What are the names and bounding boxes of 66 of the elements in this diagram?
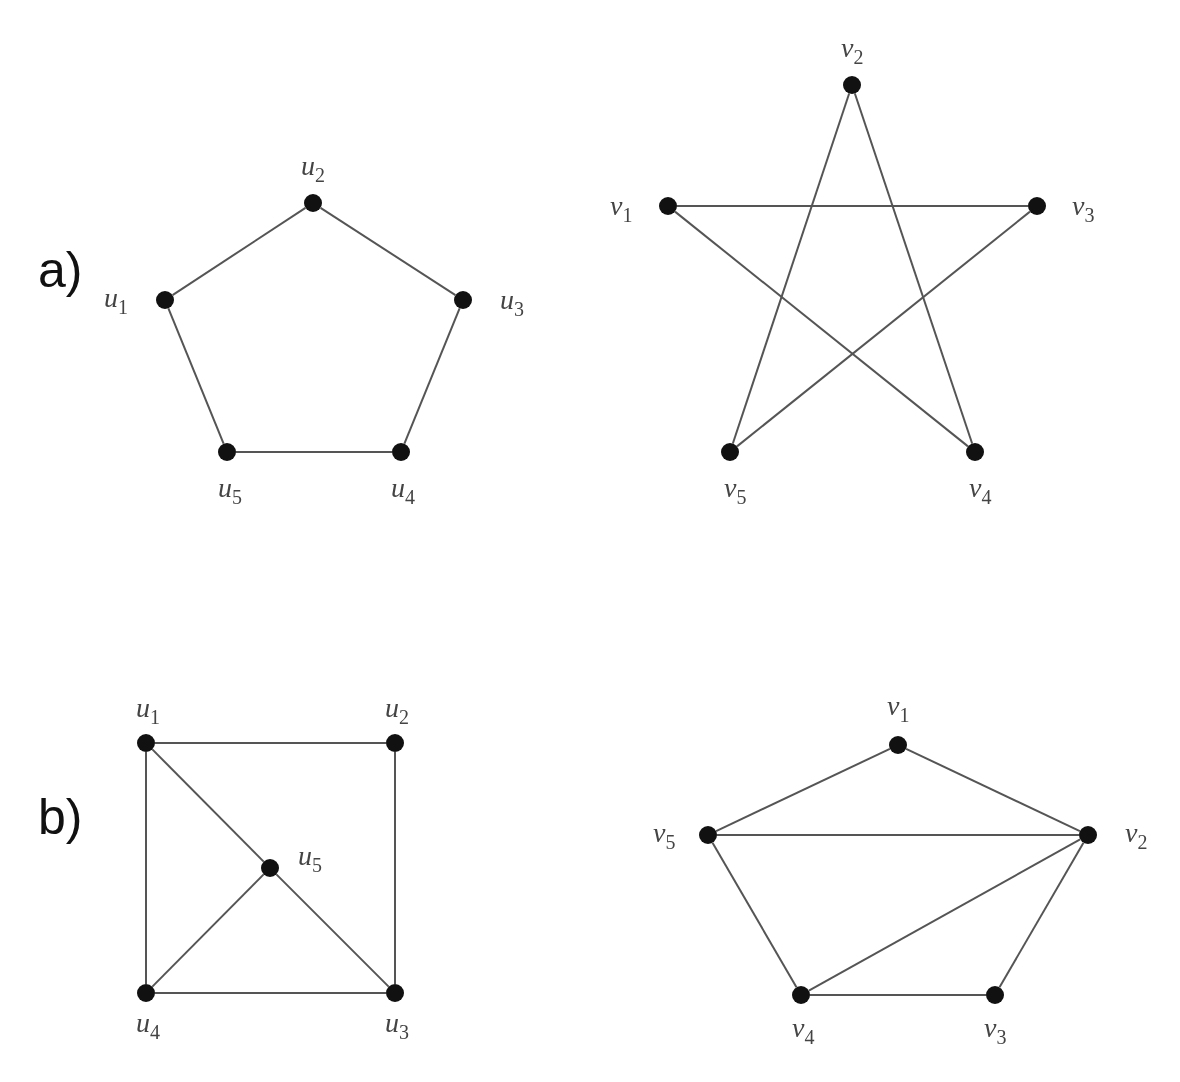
vertex-label: v$_{1}$	[887, 691, 910, 725]
edge-line	[154, 742, 387, 744]
edge-line	[319, 206, 457, 297]
vertex-dot	[699, 826, 717, 844]
vertex-label: u$_{1}$	[136, 693, 160, 727]
vertex-label: v$_{2}$	[1125, 818, 1148, 852]
edge-line	[905, 747, 1081, 833]
vertex-dot	[889, 736, 907, 754]
vertex-label: v$_{1}$	[610, 191, 633, 225]
vertex-label: u$_{5}$	[298, 841, 322, 875]
vertex-dot	[137, 734, 155, 752]
vertex-label: u$_{2}$	[301, 151, 325, 185]
edge-line	[809, 994, 987, 996]
edge-line	[171, 206, 307, 297]
vertex-label: v$_{3}$	[1072, 191, 1095, 225]
vertex-dot	[659, 197, 677, 215]
vertex-label: u$_{3}$	[500, 285, 524, 319]
vertex-dot	[986, 986, 1004, 1004]
vertex-dot	[137, 984, 155, 1002]
vertex-dot	[386, 734, 404, 752]
vertex-label: v$_{3}$	[984, 1013, 1007, 1047]
edge-line	[167, 307, 225, 445]
vertex-dot	[1079, 826, 1097, 844]
vertex-dot	[721, 443, 739, 461]
vertex-dot	[792, 986, 810, 1004]
edge-line	[731, 92, 851, 445]
vertex-dot	[843, 76, 861, 94]
edge-line	[998, 841, 1085, 989]
edge-line	[154, 992, 387, 994]
vertex-label: u$_{1}$	[104, 283, 128, 317]
vertex-label: v$_{2}$	[841, 33, 864, 67]
edge-line	[676, 205, 1029, 207]
part-label: b)	[38, 792, 83, 842]
edge-line	[275, 873, 390, 988]
vertex-label: v$_{4}$	[792, 1013, 815, 1047]
vertex-dot	[386, 984, 404, 1002]
vertex-label: v$_{4}$	[969, 473, 992, 507]
edge-line	[145, 751, 147, 985]
edge-line	[853, 92, 974, 445]
edge-line	[151, 748, 265, 863]
vertex-label: v$_{5}$	[653, 818, 676, 852]
edge-line	[235, 451, 393, 453]
vertex-label: v$_{5}$	[724, 473, 747, 507]
vertex-label: u$_{5}$	[218, 473, 242, 507]
vertex-label: u$_{4}$	[136, 1008, 160, 1042]
vertex-label: u$_{4}$	[391, 473, 415, 507]
vertex-label: u$_{2}$	[385, 693, 409, 727]
vertex-dot	[218, 443, 236, 461]
edge-line	[403, 307, 461, 445]
edge-line	[716, 834, 1080, 836]
edge-line	[394, 751, 396, 985]
edge-line	[711, 841, 798, 989]
part-label: a)	[38, 245, 83, 295]
edge-line	[151, 873, 265, 988]
vertex-dot	[966, 443, 984, 461]
vertex-label: u$_{3}$	[385, 1008, 409, 1042]
vertex-dot	[392, 443, 410, 461]
edge-line	[715, 747, 891, 833]
edge-line	[736, 210, 1031, 448]
edge-line	[674, 210, 969, 448]
vertex-dot	[261, 859, 279, 877]
edge-line	[807, 838, 1082, 992]
vertex-dot	[1028, 197, 1046, 215]
vertex-dot	[156, 291, 174, 309]
vertex-dot	[304, 194, 322, 212]
vertex-dot	[454, 291, 472, 309]
